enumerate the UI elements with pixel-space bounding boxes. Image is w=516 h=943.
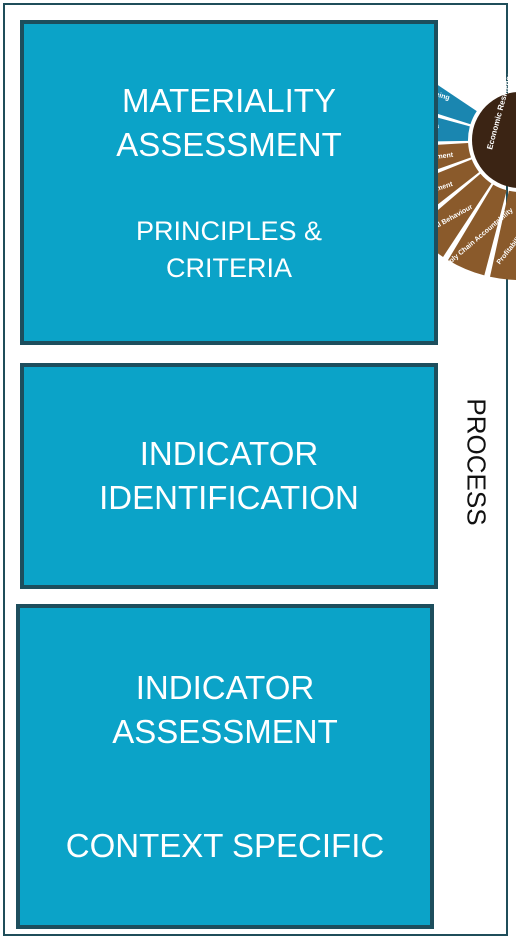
box-title: INDICATOR ASSESSMENT bbox=[112, 668, 338, 750]
indicator-identification-box: INDICATOR IDENTIFICATION bbox=[20, 363, 438, 589]
box-subtitle: PRINCIPLES & CRITERIA bbox=[135, 215, 323, 283]
indicator-assessment-box: INDICATOR ASSESSMENT CONTEXT SPECIFIC bbox=[16, 604, 434, 929]
materiality-assessment-box: MATERIALITY ASSESSMENT PRINCIPLES & CRIT… bbox=[20, 20, 438, 345]
box-subtitle: CONTEXT SPECIFIC bbox=[65, 826, 385, 864]
wheel-hub bbox=[472, 92, 516, 188]
box-title: MATERIALITY ASSESSMENT bbox=[116, 81, 342, 163]
box-title: INDICATOR IDENTIFICATION bbox=[99, 435, 359, 516]
wheel-segment bbox=[448, 184, 507, 276]
process-label: PROCESS bbox=[461, 398, 492, 526]
wheel-segment bbox=[490, 190, 516, 280]
